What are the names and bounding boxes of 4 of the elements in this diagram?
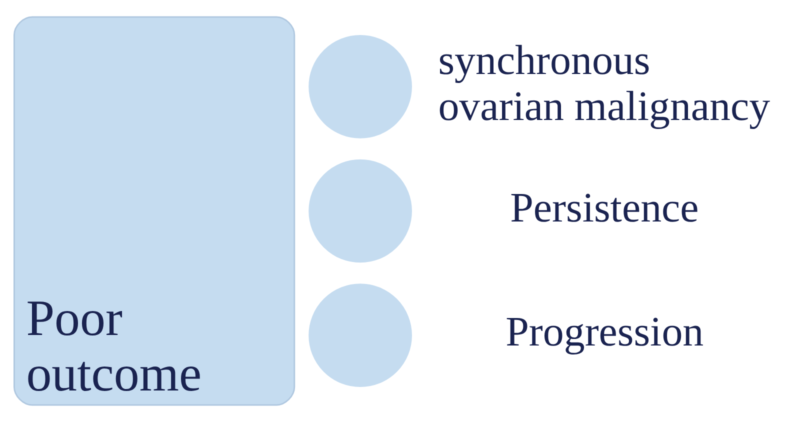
node-label: Progression bbox=[506, 309, 704, 356]
node-box: Poor outcome bbox=[13, 16, 296, 406]
node-label: synchronous ovarian malignancy bbox=[438, 37, 770, 130]
node-label: Persistence bbox=[510, 184, 699, 231]
